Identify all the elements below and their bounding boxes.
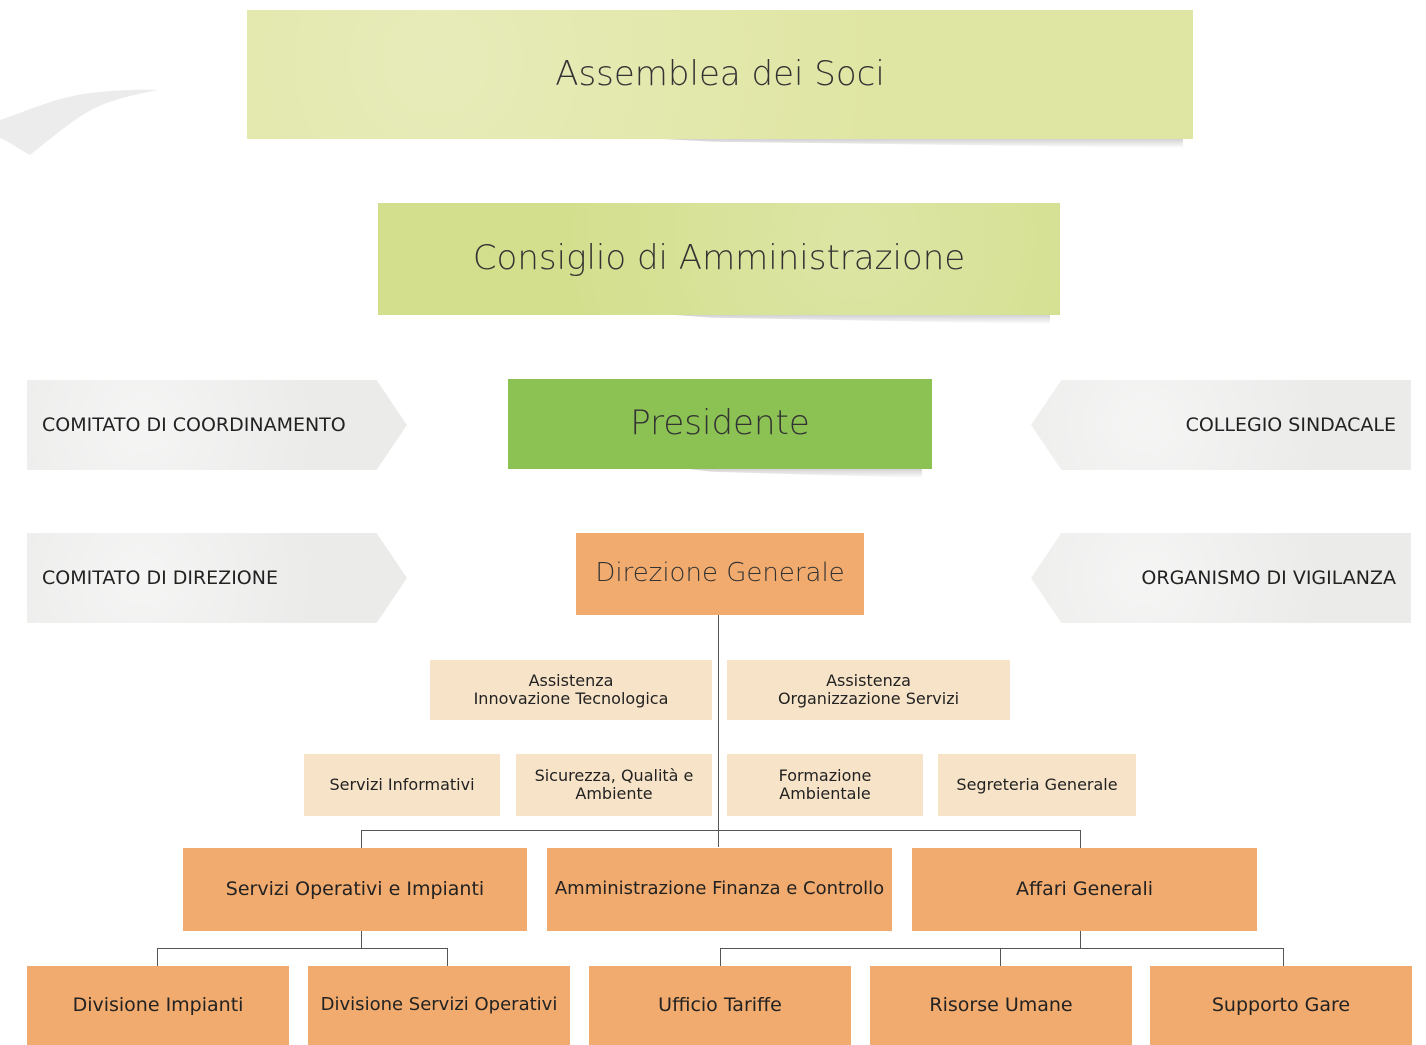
connector-div-ops <box>361 830 362 848</box>
connector-div-ag <box>1080 830 1081 848</box>
supervisory-tag: ORGANISMO DI VIGILANZA <box>1031 533 1411 623</box>
connector-ag-units-horizontal <box>720 948 1284 949</box>
board-label: Consiglio di Amministrazione <box>472 238 966 279</box>
auditors-tag: COLLEGIO SINDACALE <box>1031 380 1411 470</box>
unit-tenders-box: Supporto Gare <box>1150 966 1412 1045</box>
division-ops-plants-label: Servizi Operativi e Impianti <box>225 877 485 900</box>
committee-coordination-label: COMITATO DI COORDINAMENTO <box>42 414 346 436</box>
unit-hr-box: Risorse Umane <box>870 966 1132 1045</box>
committee-coordination-tag: COMITATO DI COORDINAMENTO <box>27 380 407 470</box>
supervisory-label: ORGANISMO DI VIGILANZA <box>1141 567 1396 589</box>
division-finance-label: Amministrazione Finanza e Controllo <box>554 878 885 900</box>
committee-management-tag: COMITATO DI DIREZIONE <box>27 533 407 623</box>
connector-ag-down <box>1080 931 1081 948</box>
connector-unit-tariffs <box>720 948 721 966</box>
connector-unit-hr <box>1000 948 1001 966</box>
staff-it-services-label: Servizi Informativi <box>329 774 475 794</box>
staff-safety-quality-label: Sicurezza, Qualità e Ambiente <box>534 765 694 803</box>
division-finance-box: Amministrazione Finanza e Controllo <box>547 848 892 931</box>
connector-main-vertical <box>718 615 719 847</box>
unit-ops-label: Divisione Servizi Operativi <box>320 994 558 1016</box>
connector-unit-tenders <box>1283 948 1284 966</box>
connector-unit-ops <box>447 948 448 966</box>
staff-safety-quality-box: Sicurezza, Qualità e Ambiente <box>516 754 712 816</box>
staff-secretariat-box: Segreteria Generale <box>938 754 1136 816</box>
division-general-affairs-box: Affari Generali <box>912 848 1257 931</box>
assembly-label: Assemblea dei Soci <box>555 53 885 94</box>
auditors-label: COLLEGIO SINDACALE <box>1185 414 1396 436</box>
connector-unit-plants <box>157 948 158 966</box>
president-box: Presidente <box>508 379 932 469</box>
unit-tenders-label: Supporto Gare <box>1211 993 1351 1016</box>
assembly-box: Assemblea dei Soci <box>247 10 1193 139</box>
staff-tech-innovation-label: Assistenza Innovazione Tecnologica <box>473 670 669 708</box>
staff-env-training-label: Formazione Ambientale <box>778 765 872 803</box>
seagull-logo-icon <box>0 89 158 155</box>
staff-tech-innovation-box: Assistenza Innovazione Tecnologica <box>430 660 712 720</box>
unit-plants-label: Divisione Impianti <box>72 993 244 1016</box>
staff-org-services-label: Assistenza Organizzazione Servizi <box>777 670 960 708</box>
connector-divisions-horizontal <box>361 830 1081 831</box>
general-management-label: Direzione Generale <box>595 558 845 589</box>
committee-management-label: COMITATO DI DIREZIONE <box>42 567 278 589</box>
general-management-box: Direzione Generale <box>576 533 864 615</box>
unit-plants-box: Divisione Impianti <box>27 966 289 1045</box>
connector-ops-units-horizontal <box>157 948 448 949</box>
connector-ops-down <box>361 931 362 948</box>
unit-tariffs-box: Ufficio Tariffe <box>589 966 851 1045</box>
unit-ops-box: Divisione Servizi Operativi <box>308 966 570 1045</box>
president-label: Presidente <box>630 403 810 444</box>
staff-it-services-box: Servizi Informativi <box>304 754 500 816</box>
staff-env-training-box: Formazione Ambientale <box>727 754 923 816</box>
unit-hr-label: Risorse Umane <box>929 993 1073 1016</box>
board-box: Consiglio di Amministrazione <box>378 203 1060 315</box>
division-general-affairs-label: Affari Generali <box>1015 877 1154 900</box>
staff-secretariat-label: Segreteria Generale <box>956 774 1118 794</box>
division-ops-plants-box: Servizi Operativi e Impianti <box>183 848 527 931</box>
staff-org-services-box: Assistenza Organizzazione Servizi <box>727 660 1010 720</box>
unit-tariffs-label: Ufficio Tariffe <box>658 993 782 1016</box>
